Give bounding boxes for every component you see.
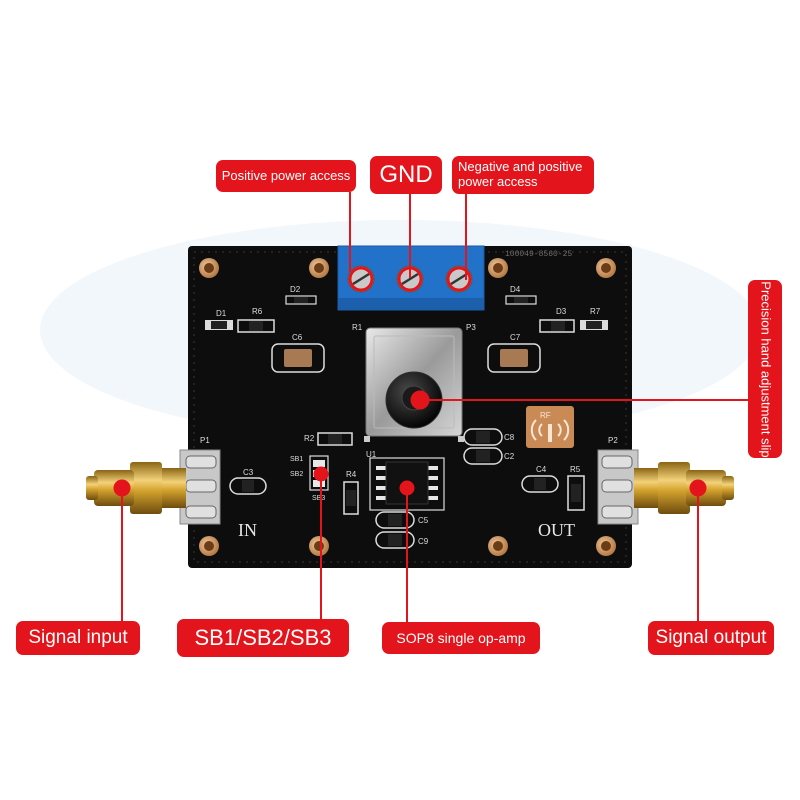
- svg-text:SB2: SB2: [290, 471, 303, 478]
- connector-p1-housing: P1: [179, 436, 221, 525]
- screw-terminal-positive: [347, 265, 375, 293]
- mounting-hole: [199, 258, 219, 278]
- svg-text:SB1: SB1: [290, 456, 303, 463]
- callout-text-line2: power access: [458, 174, 538, 189]
- resistor-r4: R4: [343, 470, 359, 515]
- capacitor-c2: C2: [463, 447, 515, 465]
- callout-gnd: GND: [370, 156, 442, 194]
- switch-sb-labels: SB1 SB2 SB3: [290, 456, 325, 502]
- diode-d3: D3: [539, 307, 575, 333]
- callout-precision-adjustment: Precision hand adjustment slip: [748, 280, 782, 458]
- callout-text: Precision hand adjustment slip: [758, 280, 774, 458]
- svg-text:D4: D4: [510, 285, 521, 294]
- capacitor-c6: C6: [271, 333, 325, 373]
- svg-text:RF: RF: [540, 411, 551, 420]
- callout-signal-input: Signal input: [16, 621, 140, 655]
- potentiometer: R1: [352, 323, 464, 442]
- svg-text:C8: C8: [504, 433, 515, 442]
- diode-d4: D4: [505, 285, 537, 305]
- callout-op-amp: SOP8 single op-amp: [382, 622, 540, 654]
- mounting-hole: [199, 536, 219, 556]
- svg-text:D2: D2: [290, 285, 301, 294]
- screw-terminal-negative: [445, 265, 473, 293]
- resistor-r5: R5: [567, 465, 585, 511]
- screw-terminal-gnd: [396, 265, 424, 293]
- svg-text:SB3: SB3: [312, 495, 325, 502]
- svg-text:C4: C4: [536, 465, 547, 474]
- callout-target-markers: [113, 266, 707, 497]
- svg-text:D1: D1: [216, 309, 227, 318]
- svg-text:R1: R1: [352, 323, 363, 332]
- svg-text:C9: C9: [418, 537, 429, 546]
- svg-text:P2: P2: [608, 436, 618, 445]
- resistor-r7: R7: [580, 307, 608, 330]
- callout-positive-power: Positive power access: [216, 160, 356, 192]
- pcb-board: 100049-8560-25 D1 R6 D2 C6 D4 D3 R7: [179, 245, 639, 568]
- callout-text: SOP8 single op-amp: [396, 629, 526, 646]
- callout-text: SB1/SB2/SB3: [194, 625, 332, 651]
- out-label: OUT: [538, 520, 575, 540]
- sma-connector-input: [86, 462, 186, 514]
- svg-text:P1: P1: [200, 436, 210, 445]
- svg-text:D3: D3: [556, 307, 567, 316]
- svg-text:P3: P3: [466, 323, 476, 332]
- resistor-r2: R2: [304, 432, 353, 446]
- svg-text:R7: R7: [590, 307, 601, 316]
- mounting-hole: [488, 258, 508, 278]
- mounting-hole: [596, 258, 616, 278]
- resistor-r6: R6: [237, 307, 275, 333]
- capacitor-c4: C4: [521, 465, 559, 493]
- diode-d2: D2: [285, 285, 317, 305]
- svg-text:R4: R4: [346, 470, 357, 479]
- svg-text:U1: U1: [366, 450, 377, 459]
- mounting-hole: [309, 536, 329, 556]
- mounting-hole: [596, 536, 616, 556]
- capacitor-c5: C5: [375, 511, 429, 529]
- svg-text:R2: R2: [304, 434, 315, 443]
- capacitor-c3: C3: [229, 468, 267, 495]
- mounting-hole: [488, 536, 508, 556]
- callout-sb-switches: SB1/SB2/SB3: [177, 619, 349, 657]
- callout-text: Signal output: [655, 627, 767, 649]
- diode-d1: D1: [205, 309, 233, 330]
- in-label: IN: [238, 520, 257, 540]
- callout-text: Signal input: [28, 627, 128, 649]
- part-code: 100049-8560-25: [505, 250, 572, 259]
- mounting-hole: [309, 258, 329, 278]
- svg-text:C6: C6: [292, 333, 303, 342]
- callout-signal-output: Signal output: [648, 621, 774, 655]
- svg-text:R6: R6: [252, 307, 263, 316]
- rf-logo: RF: [526, 406, 574, 448]
- callout-text: Positive power access: [221, 167, 351, 183]
- svg-text:C7: C7: [510, 333, 521, 342]
- callout-text: GND: [379, 161, 433, 189]
- svg-text:R5: R5: [570, 465, 581, 474]
- callout-negative-positive-power: Negative and positive power access: [452, 156, 594, 194]
- capacitor-c7: C7: [487, 333, 541, 373]
- capacitor-c9: C9: [375, 531, 429, 549]
- svg-text:C2: C2: [504, 452, 515, 461]
- callout-text-line1: Negative and positive: [458, 159, 583, 175]
- sma-connector-output: [634, 462, 734, 514]
- callout-pointers: [121, 192, 748, 622]
- svg-text:C5: C5: [418, 516, 429, 525]
- svg-text:C3: C3: [243, 468, 254, 477]
